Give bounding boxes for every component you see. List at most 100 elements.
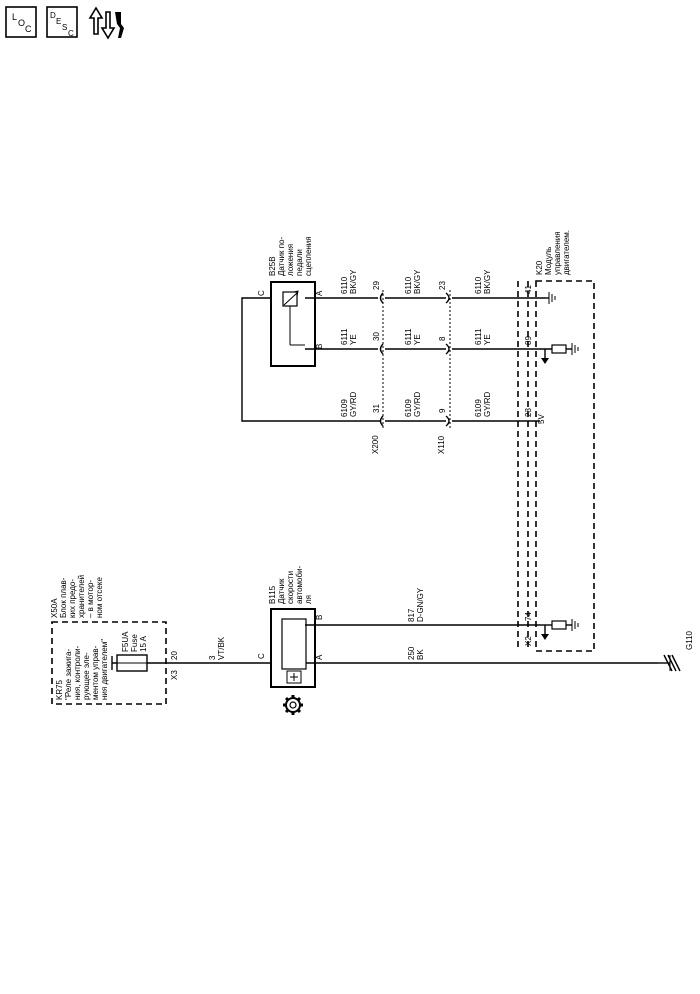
wire-6109-circuit: 6109	[340, 399, 349, 417]
description-view-icon[interactable]: D E S C	[46, 6, 80, 45]
wire-6109-circuit: 6109	[404, 399, 413, 417]
wire-6109-circuit: 6109	[474, 399, 483, 417]
b115-sensor-element-icon	[286, 670, 302, 684]
kr75-line: ния двигателем"	[100, 639, 109, 700]
wire-6111-color: YE	[483, 334, 492, 345]
wire-6111-circuit: 6111	[404, 328, 413, 345]
b25b-potentiometer-icon	[282, 290, 305, 346]
x110-pin-terminal	[445, 415, 450, 427]
pin-label: 41	[524, 285, 533, 294]
pin-label: 29	[372, 281, 381, 290]
b25b-id: B25B	[268, 256, 277, 276]
k20-input-resistor-icon	[541, 343, 579, 364]
wire-6109-loop	[241, 297, 380, 422]
b115-line: ля	[304, 595, 313, 604]
gear-icon	[283, 695, 303, 715]
pin-label: 23	[438, 281, 447, 290]
ground-g110-icon	[658, 654, 681, 672]
x3-pin: 20	[170, 651, 179, 660]
pin-label: 30	[372, 332, 381, 341]
b115-line: автомоби-	[295, 565, 304, 604]
fuse-label: Fuse	[130, 634, 139, 652]
svg-text:S: S	[62, 23, 67, 32]
kr75-line: рующее эле-	[82, 652, 91, 700]
wire-6109-color: GY/RD	[483, 391, 492, 417]
wire-6109-color: GY/RD	[413, 391, 422, 417]
wire-6111-circuit: 6111	[474, 328, 483, 345]
b25b-line: сцепления	[304, 236, 313, 276]
wire-817-color: D-GN/GY	[416, 587, 425, 622]
k20-ecm-module	[535, 280, 595, 652]
x50a-line: Блок плав-	[59, 577, 68, 618]
x200-label: X200	[371, 435, 380, 454]
wire-250-color: BK	[416, 649, 425, 660]
x50a-id: X50A	[50, 598, 59, 618]
b115-speed-sensor	[270, 608, 316, 688]
wire-6111-color: YE	[349, 334, 358, 345]
k20-x2-connector: X2	[524, 636, 533, 646]
fuse-f5ua-icon	[111, 654, 167, 672]
wire-817-circuit: 817	[407, 608, 416, 622]
wire-6110-color: BK/GY	[349, 269, 358, 294]
fuse-id: F5UA	[121, 631, 130, 652]
kr75-line: ментом управ-	[91, 645, 100, 700]
k20-ground-icon	[545, 292, 556, 304]
wire-6110-circuit: 6110	[474, 276, 483, 294]
x50a-line: – в мотор-	[86, 580, 95, 618]
b25b-pin-b: B	[315, 344, 324, 349]
svg-text:C: C	[25, 24, 32, 34]
wire-6109-color: GY/RD	[349, 391, 358, 417]
pin-label: 8	[438, 336, 447, 341]
k20-input-resistor-icon	[540, 619, 579, 640]
svg-text:E: E	[56, 17, 61, 26]
k20-5v-label: 5V	[537, 414, 546, 424]
k20-line: Модуль	[544, 247, 553, 275]
b25b-clutch-sensor	[270, 281, 316, 367]
x200-pin-terminal	[379, 292, 384, 304]
svg-text:L: L	[12, 12, 17, 22]
x200-pin-terminal	[379, 415, 384, 427]
wire-6110-color: BK/GY	[483, 269, 492, 294]
wire-250-circuit: 250	[407, 646, 416, 660]
x200-pin-terminal	[379, 343, 384, 355]
x3-connector: X3	[170, 670, 179, 680]
kr75-line: ния, контроли-	[73, 645, 82, 700]
b115-line: скорости	[286, 571, 295, 604]
x50a-line: ких предо-	[68, 579, 77, 618]
g110-label: G110	[685, 630, 694, 650]
b115-pin-a: A	[315, 654, 324, 660]
diagnostic-tools-icon[interactable]	[88, 4, 128, 47]
wire-6111-circuit: 6111	[340, 328, 349, 345]
kr75-line: "Реле зажига-	[64, 649, 73, 700]
b25b-line: Датчик по-	[277, 237, 286, 276]
b115-id: B115	[268, 585, 277, 604]
k20-line: двигателем.	[562, 230, 571, 275]
svg-text:C: C	[68, 29, 74, 38]
x110-pin-terminal	[445, 292, 450, 304]
x110-pin-terminal	[445, 343, 450, 355]
k20-id: K20	[535, 260, 544, 275]
x50a-line: ном отсеке	[95, 577, 104, 618]
pin-label: 23	[524, 408, 533, 417]
b25b-line: ложения	[286, 244, 295, 276]
b25b-line: педали	[295, 249, 304, 276]
wire-6110-circuit: 6110	[404, 276, 413, 294]
kr75-id: KR75	[55, 679, 64, 700]
x50a-line: хранителей	[77, 575, 86, 618]
wire-3-color: VT/BK	[217, 636, 226, 660]
wire-6110-color: BK/GY	[413, 269, 422, 294]
x110-label: X110	[437, 435, 446, 454]
svg-text:O: O	[18, 18, 25, 28]
location-view-icon[interactable]: L O C	[5, 6, 39, 45]
wire-6110-circuit: 6110	[340, 276, 349, 294]
wire-3-circuit: 3	[208, 655, 217, 660]
k20-line: управления	[553, 231, 562, 275]
b115-line: Датчик	[277, 578, 286, 604]
b115-pin-c: C	[257, 653, 266, 659]
b115-pin-b: B	[315, 615, 324, 620]
fuse-rating: 15 A	[139, 635, 148, 652]
pin-label: 31	[372, 404, 381, 413]
wire-6111-color: YE	[413, 334, 422, 345]
pin-label: 89	[524, 336, 533, 345]
